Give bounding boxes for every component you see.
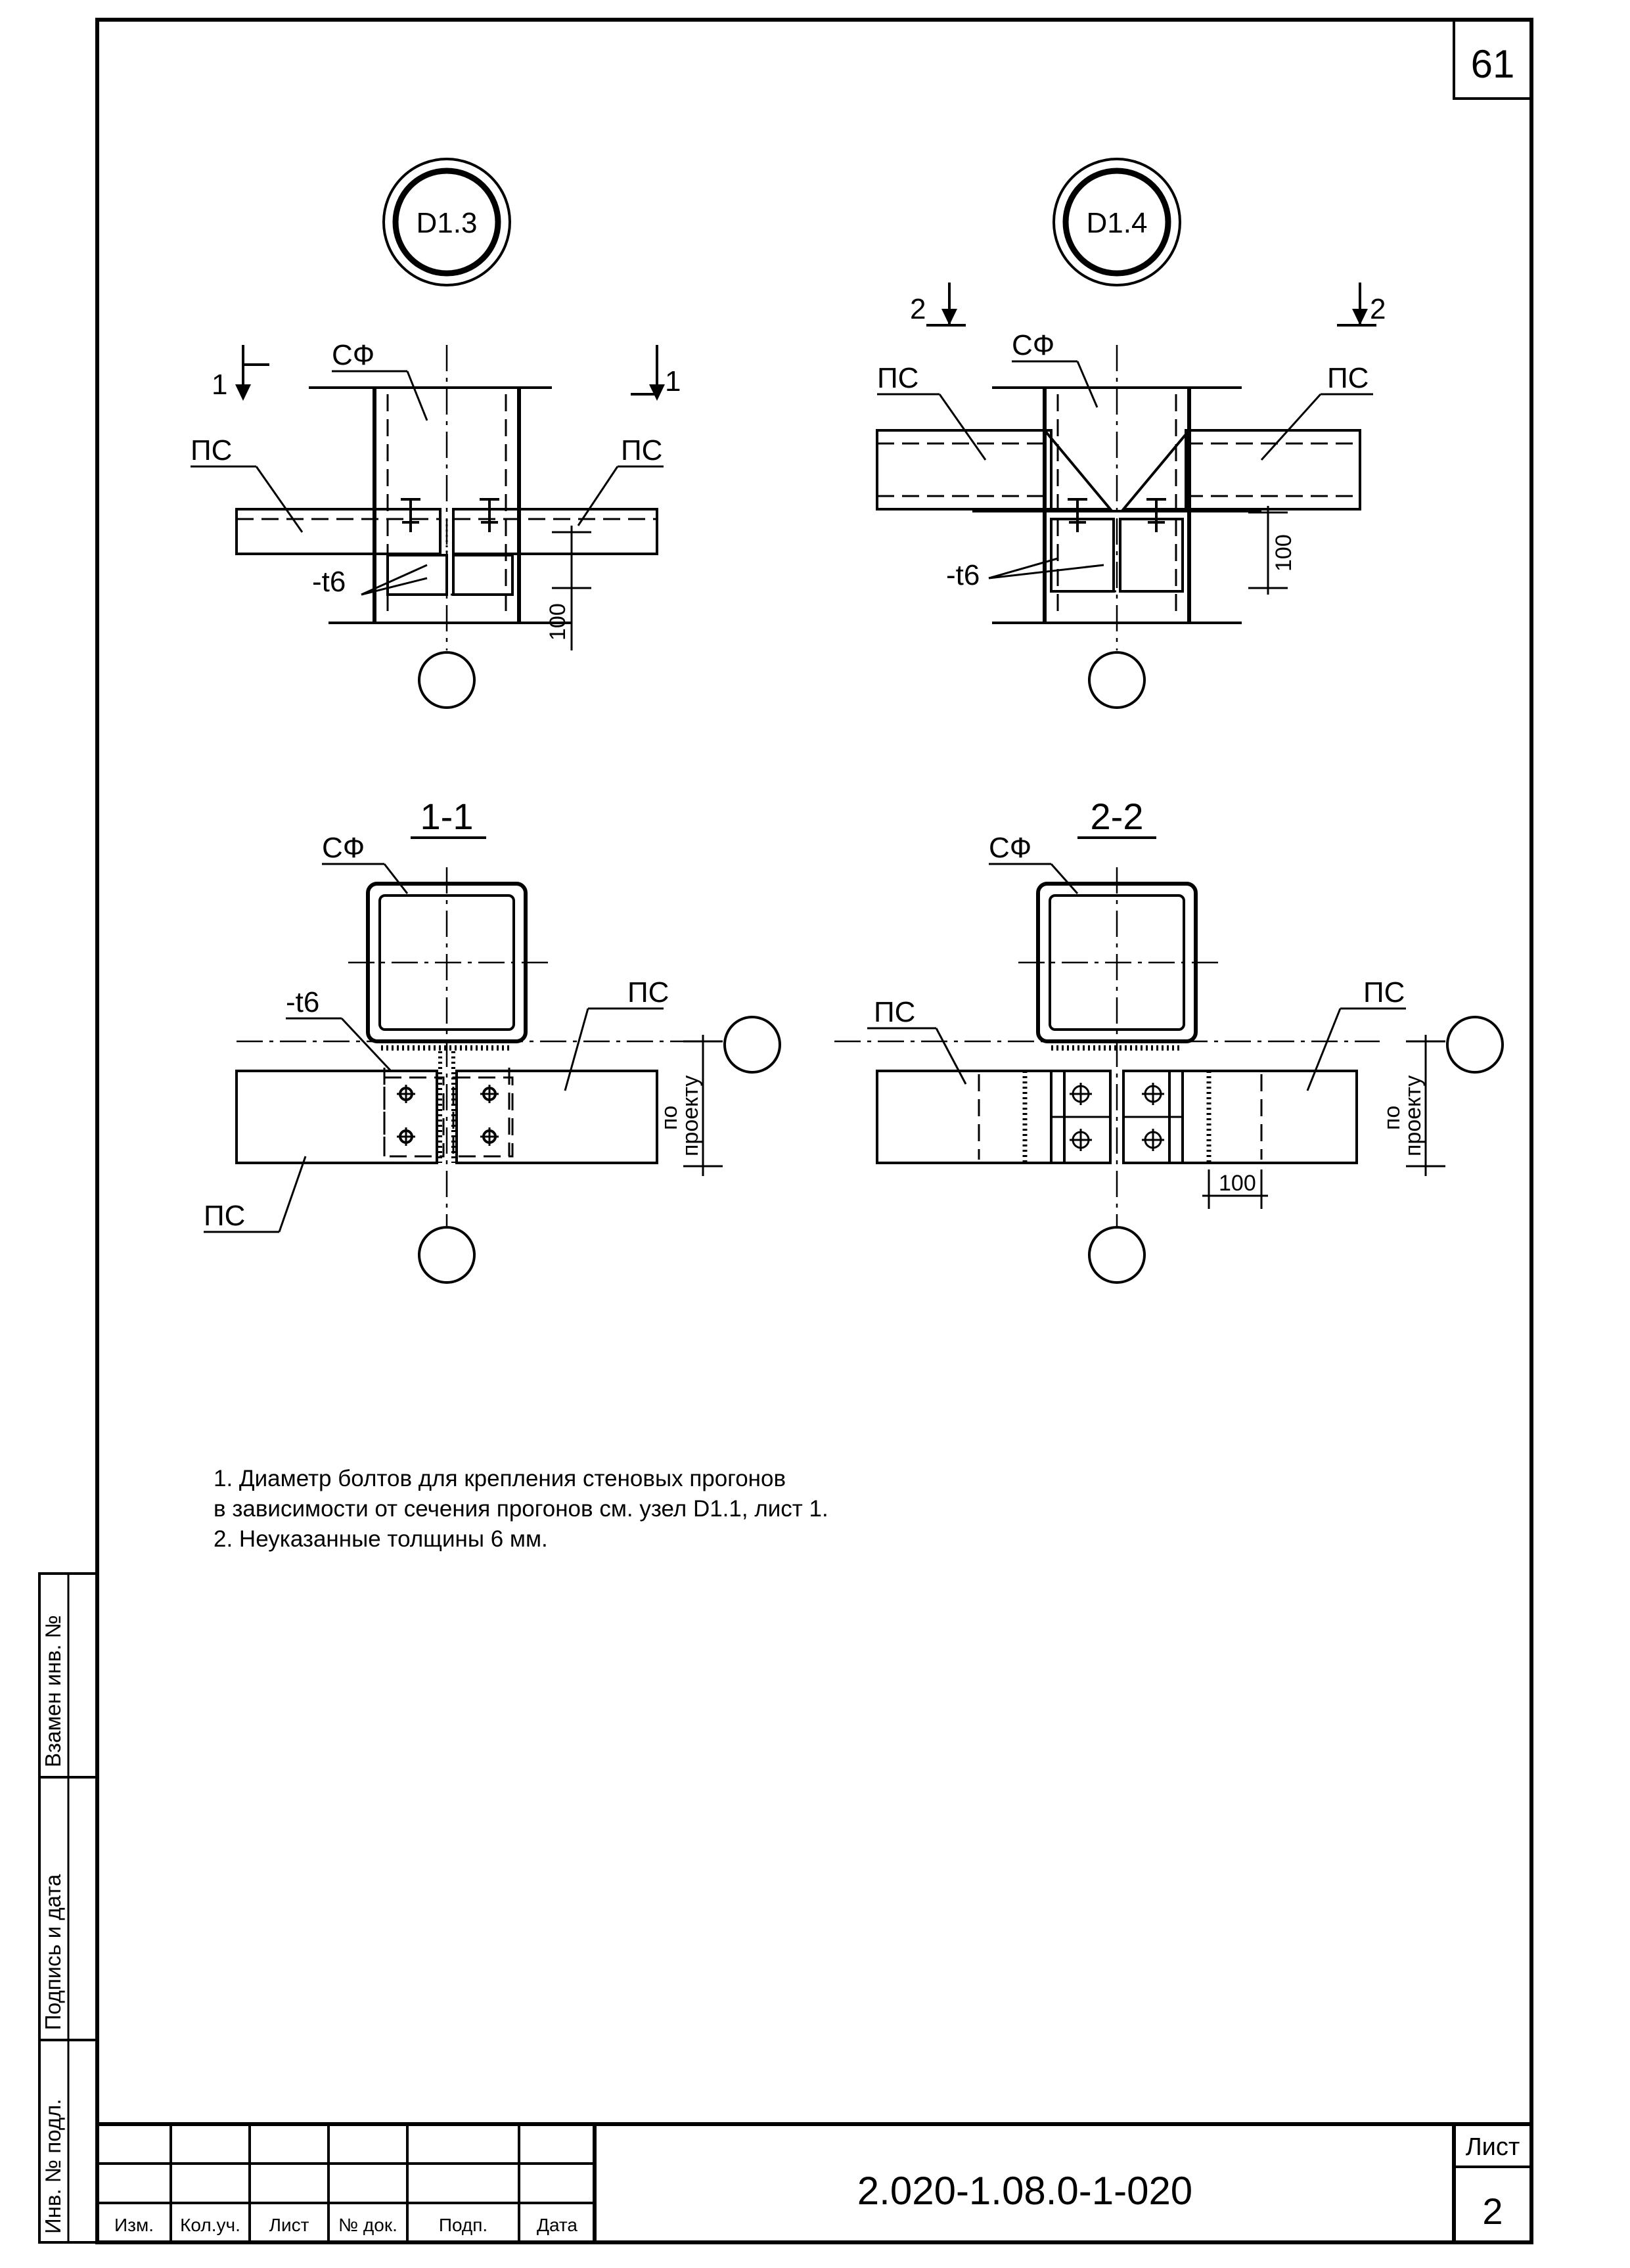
label-cf-2-2: СФ [989,832,1031,864]
grid-bubble-d1-4 [1088,651,1146,709]
page-number-box: 61 [1453,18,1533,100]
svg-text:1: 1 [665,365,681,397]
grid-bubble-2-2-bottom [1088,1226,1146,1284]
section-1-1: 1-1 СФ -t6 ПС [204,796,781,1284]
tb-col-ndok: № док. [338,2215,397,2235]
notes: 1. Диаметр болтов для крепления стеновых… [214,1466,828,1552]
note-line-3: 2. Неуказанные толщины 6 мм. [214,1526,548,1552]
label-t6-1-1: -t6 [286,986,319,1018]
svg-text:1: 1 [212,369,227,401]
node-tag-d1-3: D1.3 [417,207,478,239]
stamp-vzamen: Взамен инв. № [41,1615,65,1767]
label-pc-left-d1-4: ПС [877,362,918,394]
grid-bubble-d1-3 [418,651,476,709]
grid-bubble-1-1-right [723,1016,781,1074]
label-pc-right-d1-4: ПС [1327,362,1369,394]
section-2-2: 2-2 СФ ПС ПС [834,796,1504,1284]
cut-mark-2-left: 2 [910,283,966,327]
label-pc-right-1-1: ПС [627,976,669,1009]
dim-100-d1-4: 100 [1271,534,1296,572]
sheet-number: 2 [1482,2190,1503,2232]
note-line-2: в зависимости от сечения прогонов см. уз… [214,1496,828,1522]
tb-col-data: Дата [537,2215,577,2235]
node-tag-d1-4-outer [1053,158,1181,286]
side-stamp: Взамен инв. № Подпись и дата Инв. № подл… [38,1572,99,2244]
label-pc-left-2-2: ПС [874,996,915,1028]
page-number: 61 [1471,42,1515,86]
dim-by-project-1-1-b: проекту [678,1076,703,1156]
label-t6-d1-3: -t6 [312,566,346,598]
sheet-label: Лист [1466,2133,1520,2161]
svg-text:2: 2 [910,293,926,325]
tb-col-kol: Кол.уч. [180,2215,240,2235]
label-pc-left-1-1: ПС [204,1200,245,1232]
sheet-frame [95,18,1533,2244]
detail-d1-3: D1.3 1 1 СФ ПС ПС [191,158,681,709]
dim-by-project-2-2-a: по [1380,1106,1405,1130]
svg-text:2: 2 [1370,293,1386,325]
tb-col-izm: Изм. [114,2215,154,2235]
label-pc-right-2-2: ПС [1363,976,1405,1009]
tb-col-list: Лист [269,2215,309,2235]
label-pc-right-d1-3: ПС [621,434,662,466]
dim-by-project-2-2-b: проекту [1401,1076,1426,1156]
node-tag-d1-4-inner [1062,168,1171,277]
detail-d1-4: D1.4 2 2 СФ ПС П [876,158,1386,709]
section-title-2-2: 2-2 [1091,796,1144,837]
label-pc-left-d1-3: ПС [191,434,232,466]
tb-col-podp: Подп. [439,2215,487,2235]
dim-by-project-1-1-a: по [657,1106,682,1130]
label-cf-1-1: СФ [322,832,365,864]
grid-bubble-2-2-right [1446,1016,1504,1074]
node-tag-d1-4: D1.4 [1087,207,1148,239]
node-tag-d1-3-outer [382,158,511,286]
section-title-1-1: 1-1 [420,796,474,837]
label-cf-d1-4: СФ [1012,329,1054,361]
stamp-inv-podl: Инв. № подл. [41,2098,65,2234]
label-t6-d1-4: -t6 [946,559,980,591]
cut-mark-1-left: 1 [212,345,269,401]
cut-mark-1-right: 1 [631,345,681,401]
title-block: Изм. Кол.уч. Лист № док. Подп. Дата 2.02… [97,2122,1531,2242]
grid-bubble-1-1-bottom [418,1226,476,1284]
document-code: 2.020-1.08.0-1-020 [857,2169,1192,2213]
cut-mark-2-right: 2 [1337,283,1386,327]
note-line-1: 1. Диаметр болтов для крепления стеновых… [214,1466,786,1491]
node-tag-d1-3-inner [392,168,501,277]
stamp-podpis-data: Подпись и дата [41,1874,65,2030]
label-cf-d1-3: СФ [332,339,374,371]
dim-100-2-2: 100 [1219,1171,1256,1196]
